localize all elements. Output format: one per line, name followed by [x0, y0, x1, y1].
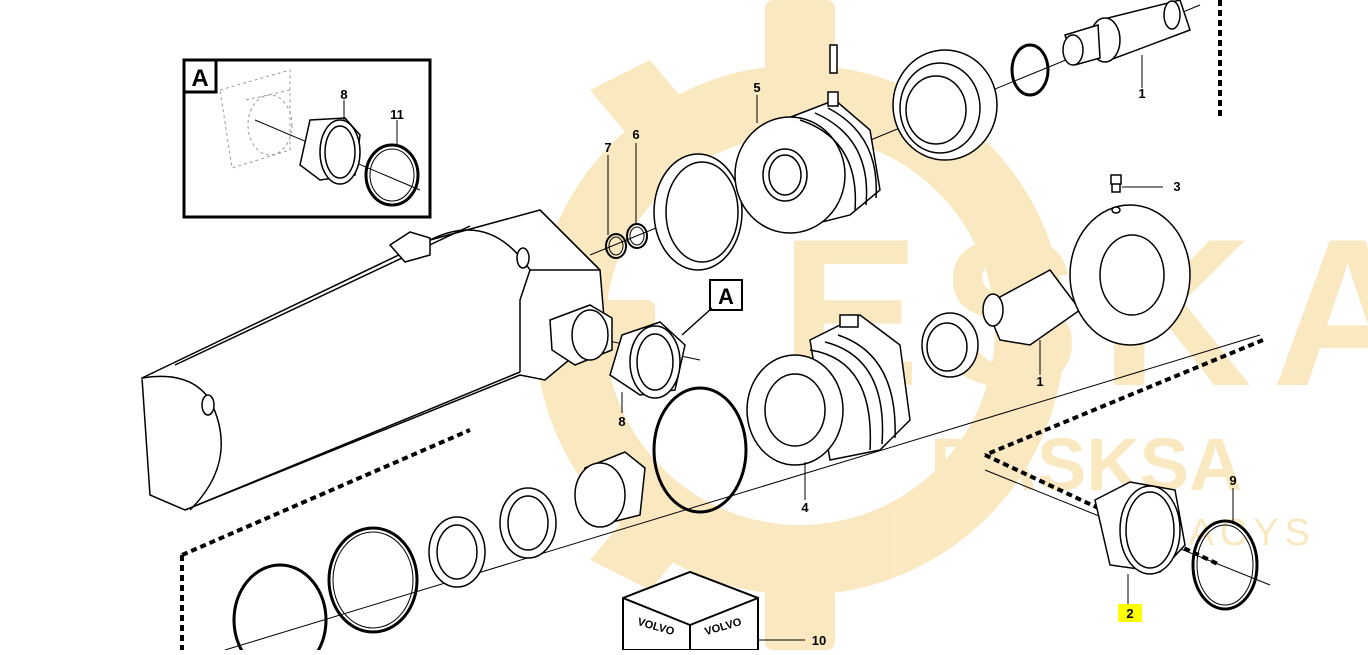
lower-o-ring-1: [327, 526, 419, 634]
detail-ring: [364, 143, 420, 207]
part-4-cylinder-head: [746, 314, 911, 466]
callout-6: 6: [632, 127, 639, 142]
gland-ring: [892, 49, 998, 161]
part-5-piston: [734, 44, 881, 234]
detail-view-label: A: [191, 65, 208, 92]
small-bushing: [921, 312, 979, 378]
callout-4: 4: [801, 500, 809, 515]
part-8-bushing: [609, 321, 686, 399]
part-10-kit-box: [622, 570, 759, 651]
detail-bushing: [299, 117, 361, 185]
guide-bushing: [574, 451, 646, 528]
leader-lines: [607, 55, 1234, 641]
callout-1-bottom: 1: [1036, 374, 1043, 389]
seal-ring-2: [428, 516, 486, 588]
detail-marker-label: A: [718, 284, 734, 309]
detail-view-a: A 8 11: [182, 58, 432, 219]
part-7-ring: [605, 233, 627, 259]
callout-10: 10: [812, 633, 826, 648]
callout-5: 5: [753, 80, 760, 95]
dashed-frame: [180, 0, 1264, 650]
watermark-medium-text: DASKSA: [930, 423, 1242, 506]
part-1-rod-threaded: [1062, 0, 1191, 66]
part-1-rod-eye: [982, 179, 1191, 346]
part-3-grease-fitting: [1110, 174, 1122, 185]
top-o-ring: [1010, 43, 1050, 97]
lower-o-ring-2: [232, 563, 328, 655]
callout-3: 3: [1173, 179, 1180, 194]
detail-callout-11: 11: [390, 107, 404, 122]
seal-ring-1: [499, 487, 557, 559]
detail-marker-a: A: [681, 279, 743, 336]
callout-2-highlight: [1118, 604, 1142, 622]
part-9-ring: [1191, 519, 1259, 611]
cylinder-body: [141, 209, 613, 511]
callout-9: 9: [1229, 473, 1236, 488]
callout-8: 8: [618, 414, 625, 429]
callout-labels: 1 1 2 3 4 5 6 7 8 9 10: [604, 80, 1236, 648]
callout-7: 7: [604, 140, 611, 155]
part-6-ring: [626, 223, 648, 249]
part-2-bushing: [1094, 481, 1186, 575]
big-o-ring: [652, 386, 748, 514]
detail-callout-8: 8: [340, 87, 347, 102]
callout-1-top: 1: [1138, 86, 1145, 101]
wiper-ring: [653, 153, 743, 271]
callout-2: 2: [1126, 606, 1133, 621]
